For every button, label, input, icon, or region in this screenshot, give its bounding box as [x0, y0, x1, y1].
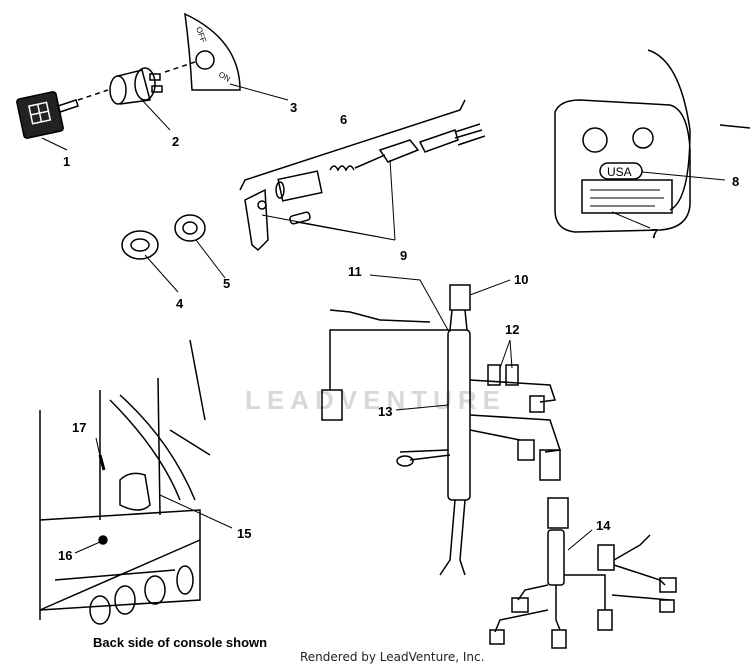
callout-1: 1	[63, 154, 70, 169]
usa-decal-text: USA	[607, 165, 632, 179]
callout-8: 8	[732, 174, 739, 189]
ignition-switch-part	[109, 67, 163, 105]
choke-assembly-part	[244, 123, 486, 252]
callout-5: 5	[223, 276, 230, 291]
callout-11: 11	[348, 264, 362, 279]
switch-plate-part	[184, 12, 241, 91]
nut-part	[121, 230, 159, 260]
console-back-side	[39, 339, 211, 625]
on-label: ON	[217, 70, 232, 84]
lock-washer-part	[174, 214, 206, 242]
callout-12: 12	[505, 322, 519, 337]
off-label: OFF	[194, 26, 208, 44]
footer-credit: Rendered by LeadVenture, Inc.	[300, 650, 485, 664]
callout-13: 13	[378, 404, 392, 419]
callout-15: 15	[237, 526, 251, 541]
callout-4: 4	[176, 296, 184, 311]
leader-lines	[41, 83, 726, 554]
callout-14: 14	[596, 518, 611, 533]
callout-7: 7	[651, 226, 658, 241]
main-harness-part	[321, 284, 561, 576]
callout-3: 3	[290, 100, 297, 115]
key-part	[16, 91, 79, 139]
watermark-text: LEADVENTURE	[245, 385, 507, 415]
console-caption: Back side of console shown	[93, 635, 268, 650]
callout-16: 16	[58, 548, 72, 563]
callout-2: 2	[172, 134, 179, 149]
leader-dashed	[77, 89, 109, 101]
callout-6: 6	[340, 112, 347, 127]
secondary-harness-part	[489, 497, 677, 649]
callout-10: 10	[514, 272, 528, 287]
group-bracket	[239, 99, 466, 191]
callout-17: 17	[72, 420, 86, 435]
callout-9: 9	[400, 248, 407, 263]
console-panel	[554, 49, 750, 233]
